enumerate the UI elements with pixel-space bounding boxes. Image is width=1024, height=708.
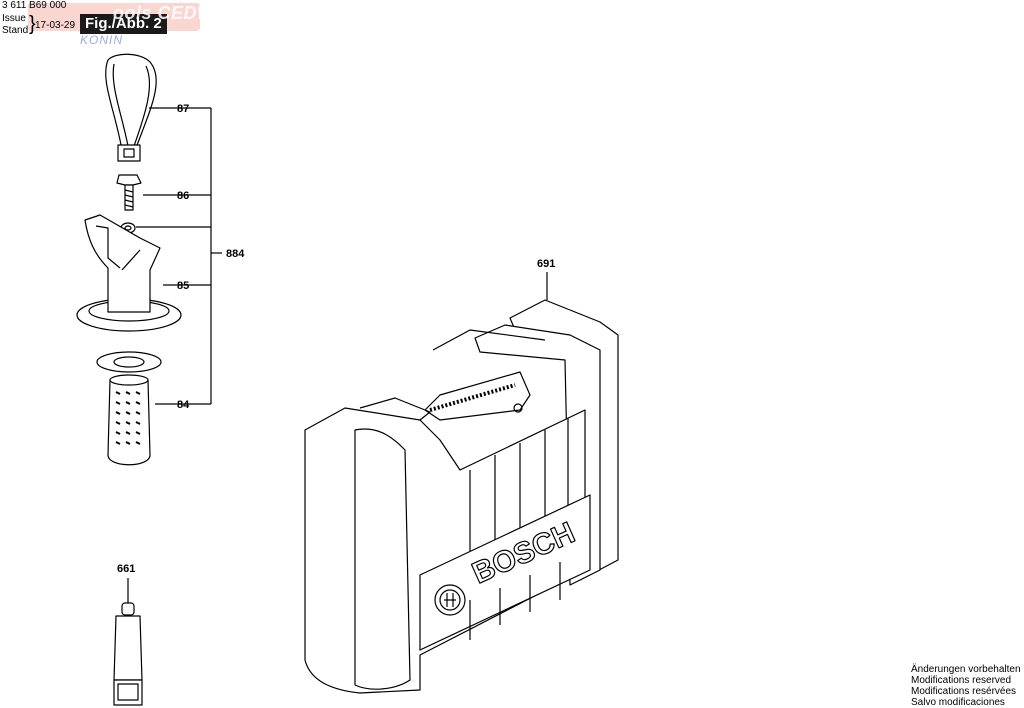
label-884: 884 [226,248,245,260]
label-85: 85 [177,280,189,292]
footer-line: Änderungen vorbehalten [911,664,1021,675]
brace-icon: } [29,13,36,35]
label-84: 84 [177,399,190,411]
carrying-case-part-691 [304,272,619,694]
footer-line: Modifications resérvées [911,686,1017,697]
footer-line: Salvo modificaciones [911,697,1005,708]
handle-base-part-85 [76,214,182,332]
issue-date: 17-03-29 [35,20,76,31]
grease-tube-part-661 [113,578,143,706]
grip-part-84 [96,351,162,466]
figure-label: Fig./Abb. 2 [80,14,167,34]
footer-notice: Änderungen vorbehalten Modifications res… [911,664,1021,708]
footer-line: Modifications reserved [911,675,1012,686]
label-87: 87 [177,103,189,115]
watermark-text: ools CEDW [113,3,215,23]
watermark-subtext: KONIN [80,33,124,47]
strap-part-87 [105,53,157,162]
label-86: 86 [177,190,189,202]
stand-label: Stand [2,25,29,36]
label-661: 661 [117,563,135,575]
screw-part-86 [116,174,142,211]
part-code: 3 611 B69 000 [2,0,67,11]
issue-label: Issue [2,13,26,24]
label-691: 691 [537,258,555,270]
